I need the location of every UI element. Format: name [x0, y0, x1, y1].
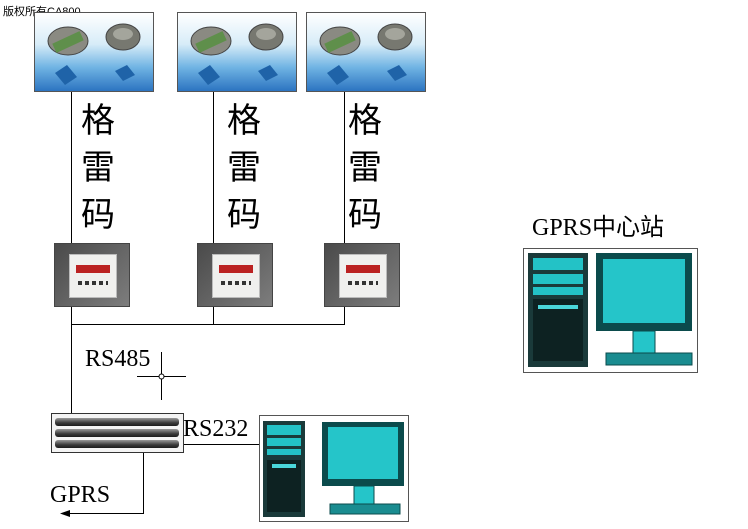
gprs-center-station — [523, 248, 698, 373]
meter-panel-2 — [197, 243, 273, 307]
sensor-image-3 — [306, 12, 426, 92]
local-computer — [259, 415, 409, 522]
meter-panel-1 — [54, 243, 130, 307]
arrow-left-icon — [60, 510, 70, 517]
server-tower-icon — [528, 253, 588, 367]
gray-code-char: 格 — [81, 103, 115, 140]
sensor-image-2 — [177, 12, 297, 92]
rs485-converter-icon — [51, 413, 184, 453]
gray-code-char: 雷 — [81, 150, 115, 187]
gray-code-char: 码 — [348, 197, 382, 234]
gprs-center-label: GPRS中心站 — [532, 215, 665, 241]
crosshair-icon — [137, 352, 186, 400]
gray-code-char: 雷 — [227, 150, 261, 187]
absolute-encoder-icon — [319, 23, 413, 85]
gray-code-label-3: 格 雷 码 — [345, 98, 385, 239]
meter-panel-icon — [339, 254, 387, 298]
gray-code-char: 雷 — [348, 150, 382, 187]
meter-panel-icon — [69, 254, 117, 298]
gray-code-char: 码 — [81, 197, 115, 234]
gray-code-char: 码 — [227, 197, 261, 234]
meter-panel-3 — [324, 243, 400, 307]
gray-code-label-1: 格 雷 码 — [78, 98, 118, 239]
gray-code-char: 格 — [348, 103, 382, 140]
sensor-image-1 — [34, 12, 154, 92]
rs485-label: RS485 — [85, 346, 151, 372]
crt-monitor-icon — [322, 422, 404, 515]
absolute-encoder-icon — [190, 23, 284, 85]
absolute-encoder-icon — [47, 23, 141, 85]
computer-icon — [263, 421, 404, 517]
gprs-label: GPRS — [50, 482, 111, 508]
server-tower-icon — [263, 421, 305, 517]
crt-monitor-icon — [596, 253, 693, 366]
computer-icon — [528, 253, 693, 367]
rs232-label: RS232 — [183, 416, 249, 442]
gray-code-label-2: 格 雷 码 — [224, 98, 264, 239]
gray-code-char: 格 — [227, 103, 261, 140]
meter-panel-icon — [212, 254, 260, 298]
